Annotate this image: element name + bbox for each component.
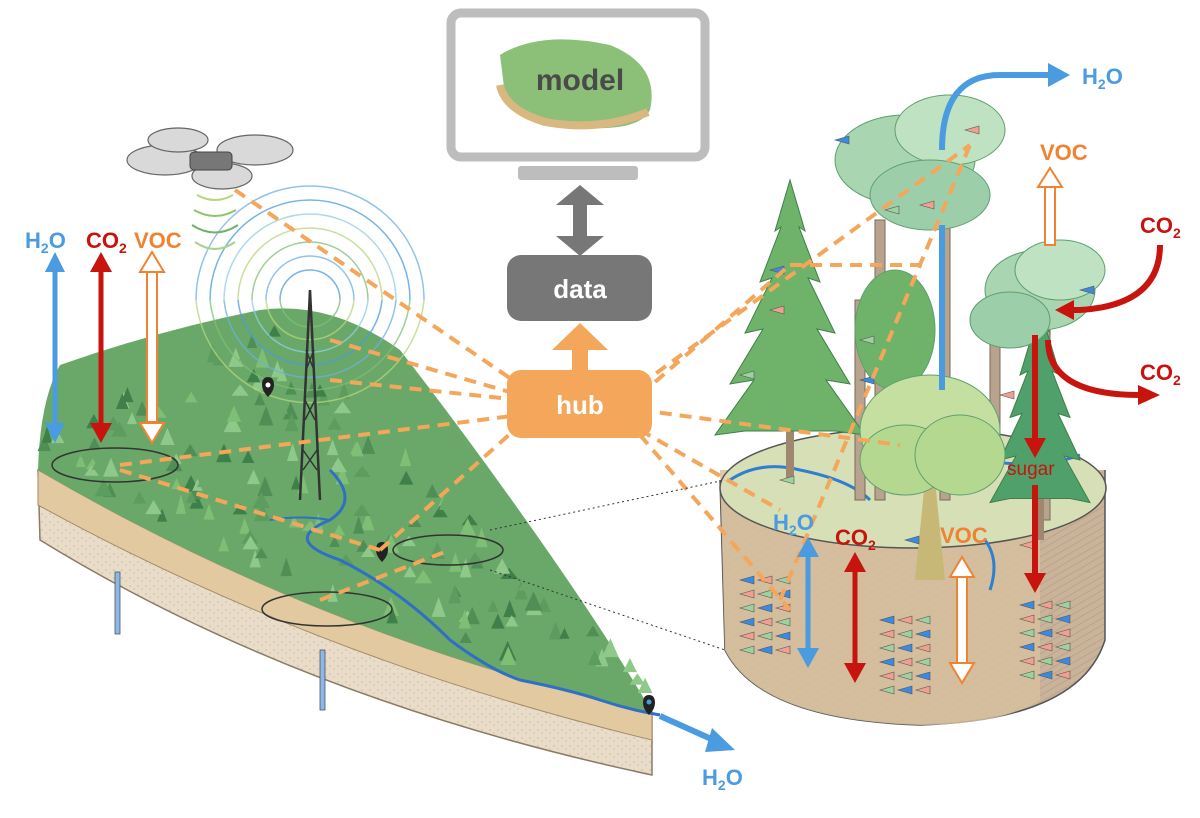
h2o-label: H2O [773,510,814,538]
hub-node [507,370,652,438]
voc-label: VOC [940,523,988,548]
left-flux-arrows [45,250,166,445]
voc-label: VOC [134,228,182,253]
co2-label: CO2 [86,228,127,256]
hub-data-arrow [552,323,608,373]
plot-ellipse [261,591,393,627]
plot-ellipse [392,534,504,566]
flux-tower-icon [195,185,425,501]
plot-ellipse [51,447,179,483]
data-node [507,255,652,321]
hub-label: hub [556,390,604,420]
h2o-label: H2O [25,228,66,256]
right-flux-arrows [797,63,1163,685]
model-data-arrow [556,185,604,256]
location-pin-icon [262,377,274,397]
co2-label: CO2 [1140,213,1181,241]
wireless-links [119,143,972,612]
drone-icon [126,127,294,250]
forest-stand-trees [713,94,1106,580]
data-label: data [553,274,607,304]
model-label: model [536,64,624,97]
voc-label: VOC [1040,140,1088,165]
well-sensor [319,649,326,711]
sugar-label: sugar [1007,459,1055,480]
co2-label: CO2 [1140,360,1181,388]
h2o-label: H2O [1082,64,1123,92]
monitor-icon [446,8,710,180]
well-sensor [114,571,121,635]
location-pin-icon [643,695,655,715]
sensor-icon [738,125,1095,695]
h2o-label: H2O [702,765,743,793]
co2-label: CO2 [835,525,876,553]
